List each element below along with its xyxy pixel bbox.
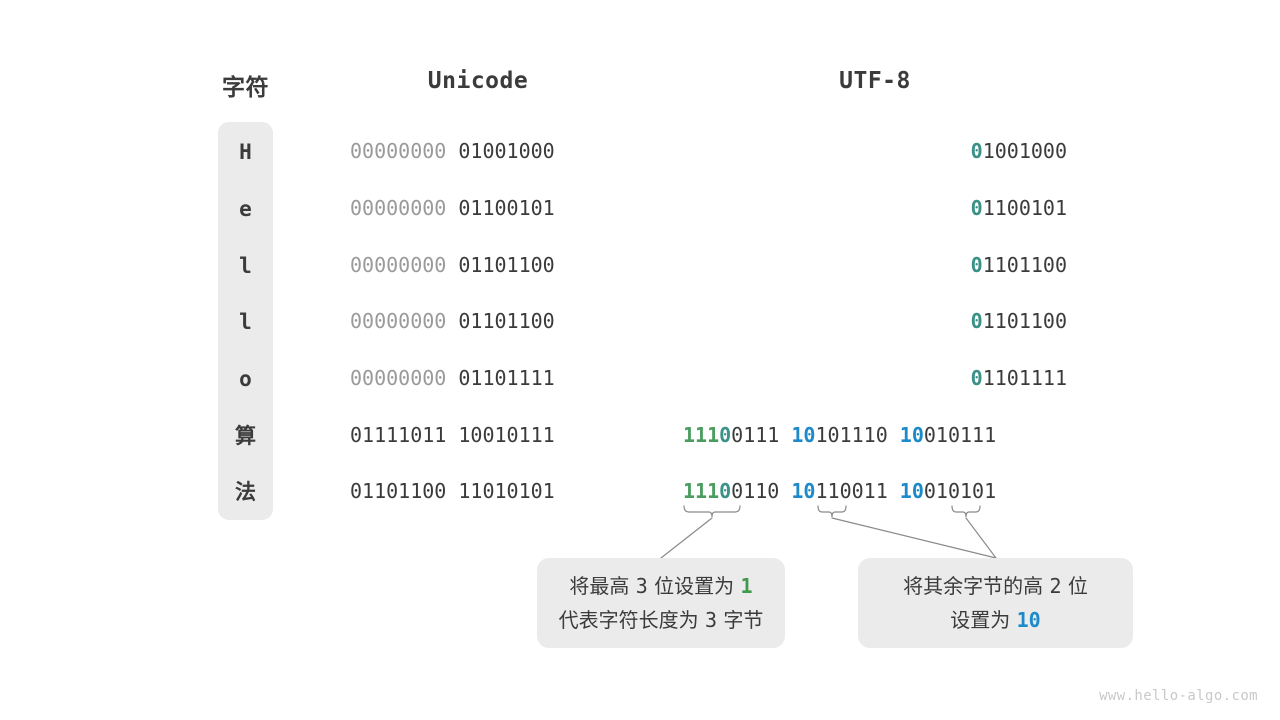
character-cell: o xyxy=(239,367,252,391)
unicode-low-byte: 01101111 xyxy=(458,366,555,390)
unicode-cell: 00000000 01101100 xyxy=(350,309,606,333)
utf8-cell: 01100101 xyxy=(800,196,1067,220)
character-cell: 算 xyxy=(235,424,256,448)
utf8-gap-1 xyxy=(779,479,791,503)
utf8-payload: 1100101 xyxy=(982,196,1067,220)
character-cell: l xyxy=(239,310,252,334)
callout-1-text-d: 字节 xyxy=(723,608,764,632)
utf8-byte1-prefix: 111 xyxy=(683,423,720,447)
column-header-utf8: UTF-8 xyxy=(839,68,911,94)
unicode-gap xyxy=(446,196,458,220)
callout-1-text-b: 位设置为 xyxy=(654,574,735,598)
utf8-gap-2 xyxy=(888,479,900,503)
character-cell: l xyxy=(239,254,252,278)
unicode-cell: 01101100 11010101 xyxy=(350,479,606,503)
unicode-gap xyxy=(446,253,458,277)
utf8-payload: 1101111 xyxy=(982,366,1067,390)
callout-leading-bits: 将最高 3 位设置为 1 代表字符长度为 3 字节 xyxy=(537,558,785,648)
unicode-high-byte: 01111011 xyxy=(350,423,447,447)
utf8-byte2-prefix: 10 xyxy=(791,423,816,447)
utf8-cell: 01001000 xyxy=(800,139,1067,163)
watermark: www.hello-algo.com xyxy=(1099,688,1258,704)
callout-1-line-2: 代表字符长度为 3 字节 xyxy=(559,603,764,637)
unicode-high-byte: 00000000 xyxy=(350,196,447,220)
character-cell: e xyxy=(239,197,252,221)
callout-1-line-1: 将最高 3 位设置为 1 xyxy=(569,569,752,603)
utf8-payload: 1001000 xyxy=(982,139,1067,163)
unicode-gap xyxy=(446,479,458,503)
utf8-gap-2 xyxy=(888,423,900,447)
unicode-low-byte: 01001000 xyxy=(458,139,555,163)
callout-1-text-a: 将最高 xyxy=(569,574,630,598)
utf8-payload: 1101100 xyxy=(982,309,1067,333)
character-cell: 法 xyxy=(235,480,256,504)
utf8-byte1-payload: 0111 xyxy=(731,423,780,447)
unicode-cell: 00000000 01001000 xyxy=(350,139,606,163)
utf8-byte1-payload: 0110 xyxy=(731,479,780,503)
unicode-gap xyxy=(446,139,458,163)
callout-2-line-1: 将其余字节的高 2 位 xyxy=(903,569,1088,603)
utf8-byte1-prefix: 111 xyxy=(683,479,720,503)
utf8-byte1-zero: 0 xyxy=(719,479,732,503)
utf8-lead-bit: 0 xyxy=(970,139,983,163)
unicode-high-byte: 00000000 xyxy=(350,309,447,333)
unicode-cell: 00000000 01100101 xyxy=(350,196,606,220)
utf8-byte3-payload: 010101 xyxy=(923,479,997,503)
utf8-payload: 1101100 xyxy=(982,253,1067,277)
utf8-byte1-zero: 0 xyxy=(719,423,732,447)
unicode-cell: 00000000 01101111 xyxy=(350,366,606,390)
unicode-gap xyxy=(446,309,458,333)
unicode-high-byte: 01101100 xyxy=(350,479,447,503)
callout-1-number-2: 3 xyxy=(704,608,718,632)
utf8-cell: 11100110 10110011 10010101 xyxy=(683,479,1067,503)
utf8-lead-bit: 0 xyxy=(970,253,983,277)
callout-1-highlight: 1 xyxy=(740,574,753,598)
callout-2-line-2: 设置为 10 xyxy=(950,603,1040,637)
utf8-byte3-prefix: 10 xyxy=(899,479,924,503)
unicode-high-byte: 00000000 xyxy=(350,139,447,163)
unicode-cell: 00000000 01101100 xyxy=(350,253,606,277)
unicode-gap xyxy=(446,366,458,390)
unicode-low-byte: 10010111 xyxy=(458,423,555,447)
callout-2-number: 2 xyxy=(1049,574,1062,598)
unicode-low-byte: 01100101 xyxy=(458,196,555,220)
utf8-byte2-payload: 110011 xyxy=(815,479,888,503)
utf8-cell: 01101100 xyxy=(800,309,1067,333)
callout-1-number: 3 xyxy=(635,574,648,598)
utf8-cell: 01101100 xyxy=(800,253,1067,277)
utf8-cell: 11100111 10101110 10010111 xyxy=(683,423,1067,447)
utf8-byte3-prefix: 10 xyxy=(899,423,924,447)
unicode-low-byte: 11010101 xyxy=(458,479,555,503)
callout-continuation-bits: 将其余字节的高 2 位 设置为 10 xyxy=(858,558,1133,648)
callout-1-text-c: 代表字符长度为 xyxy=(558,608,699,632)
utf8-byte3-payload: 010111 xyxy=(923,423,997,447)
utf8-byte2-prefix: 10 xyxy=(791,479,816,503)
unicode-gap xyxy=(446,423,458,447)
utf8-lead-bit: 0 xyxy=(970,196,983,220)
utf8-lead-bit: 0 xyxy=(970,366,983,390)
column-header-character: 字符 xyxy=(222,75,269,101)
callout-2-highlight: 10 xyxy=(1016,608,1041,632)
utf8-gap-1 xyxy=(779,423,791,447)
unicode-cell: 01111011 10010111 xyxy=(350,423,606,447)
unicode-high-byte: 00000000 xyxy=(350,253,447,277)
callout-2-text-c: 设置为 xyxy=(950,608,1011,632)
character-cell: H xyxy=(239,140,252,164)
callout-2-text-a: 将其余字节的高 xyxy=(903,574,1044,598)
character-column-pill xyxy=(218,122,273,520)
unicode-low-byte: 01101100 xyxy=(458,253,555,277)
utf8-byte2-payload: 101110 xyxy=(815,423,888,447)
column-header-unicode: Unicode xyxy=(427,68,529,94)
unicode-high-byte: 00000000 xyxy=(350,366,447,390)
callout-2-text-b: 位 xyxy=(1067,574,1088,598)
unicode-low-byte: 01101100 xyxy=(458,309,555,333)
utf8-cell: 01101111 xyxy=(800,366,1067,390)
utf8-lead-bit: 0 xyxy=(970,309,983,333)
